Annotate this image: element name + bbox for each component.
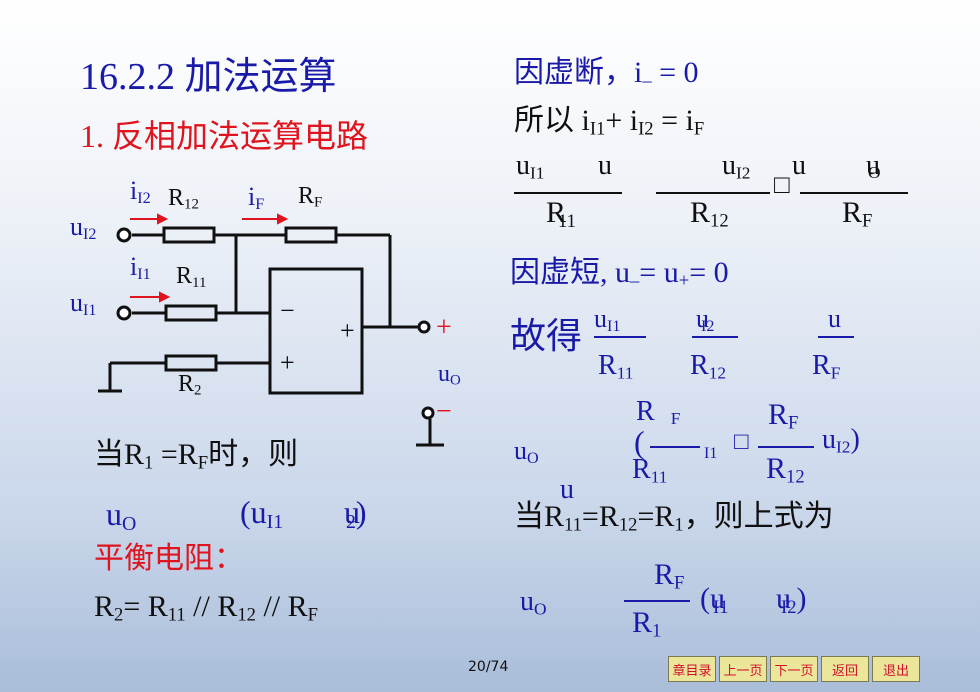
eq3-n2: RF — [768, 398, 799, 434]
resistor-rf — [284, 226, 338, 244]
eq3-tail: uI2) — [822, 424, 860, 457]
label-i-i2: iI2 — [130, 176, 151, 208]
eq1-n1b: u — [598, 150, 612, 181]
eq1-d3: RF — [842, 196, 873, 232]
label-i-f: iF — [248, 182, 265, 214]
condition-left: 当R1 =RF时，则 — [94, 438, 299, 474]
label-r12: R12 — [168, 185, 199, 213]
eq3-mid: I1 — [704, 445, 718, 462]
eq1-frac-line-1 — [514, 192, 622, 194]
label-u-i1: uI1 — [70, 288, 97, 320]
eq1-d2: R12 — [690, 196, 729, 232]
virtual-open-line: 因虚断，i– = 0 — [514, 56, 699, 92]
resistor-r11 — [164, 304, 218, 322]
eq1-n2: uI2 — [722, 150, 751, 183]
resistor-r12 — [162, 226, 216, 244]
nav-exit-button[interactable]: 退出 — [872, 656, 920, 682]
eq3-below-u: u — [560, 474, 574, 505]
eq2-d3: RF — [812, 350, 841, 383]
result-u2: u2) — [344, 494, 367, 533]
terminal-ui2 — [116, 227, 132, 243]
opamp-output-sign: + — [340, 316, 355, 345]
circuit-diagram — [98, 213, 444, 447]
eq2-d2: R12 — [690, 350, 727, 383]
result-paren: (uI1 — [240, 494, 284, 533]
eq3-uo: uO — [514, 436, 539, 468]
nav-chapter-toc-button[interactable]: 章目录 — [668, 656, 716, 682]
eq2-n3: u — [828, 304, 841, 333]
eq2-n2: uI2 — [696, 304, 715, 336]
eq4-frac-line — [624, 600, 690, 602]
label-u-o: uO — [438, 361, 461, 389]
eq4-u2: uI2) — [776, 582, 807, 618]
condition-right: 当R11=R12=R1，则上式为 — [514, 500, 834, 536]
eq1-n3: u — [792, 150, 806, 181]
eq4-d: R1 — [632, 606, 662, 642]
label-r11: R11 — [176, 263, 207, 291]
eq2-d1: R11 — [598, 350, 634, 383]
nav-bar: 章目录 上一页 下一页 返回 退出 — [668, 656, 920, 682]
eq2-frac-line-1 — [594, 336, 646, 338]
balance-formula: R2= R11 // R12 // RF — [94, 590, 318, 626]
eq1-d1: R11 — [546, 196, 576, 232]
eq4-uo: uO — [520, 586, 547, 619]
nav-next-page-button[interactable]: 下一页 — [770, 656, 818, 682]
hence-label: 故得 — [510, 316, 583, 356]
page-number: 20/74 — [468, 659, 509, 675]
page-title: 16.2.2 加法运算 — [80, 56, 337, 98]
opamp-box — [268, 267, 364, 395]
eq1-frac-line-2 — [656, 192, 770, 194]
label-rf: RF — [298, 183, 323, 211]
terminal-out-minus — [421, 406, 435, 420]
eq2-n1: uI1 — [594, 304, 621, 336]
terminal-ui1 — [116, 305, 132, 321]
opamp-minus-label: − — [280, 296, 295, 325]
nav-prev-page-button[interactable]: 上一页 — [719, 656, 767, 682]
virtual-short-line: 因虚短, u–= u+= 0 — [510, 256, 729, 292]
current-sum-line: 所以 iI1+ iI2 = iF — [514, 104, 705, 140]
opamp-plus-label: + — [280, 348, 295, 377]
eq4-n: RF — [654, 558, 685, 594]
eq1-box: □ — [774, 170, 790, 199]
eq4-paren: (uI1 — [700, 582, 729, 618]
balance-resistor-heading: 平衡电阻： — [94, 542, 244, 575]
eq2-frac-line-3 — [818, 336, 854, 338]
label-r2: R2 — [178, 371, 202, 399]
eq1-n3b: uO — [866, 150, 881, 183]
label-i-i1: iI1 — [130, 252, 151, 284]
output-plus-sign: + — [436, 312, 452, 343]
eq3-frac-line-1 — [650, 446, 700, 448]
output-minus-sign: − — [436, 396, 452, 427]
eq1-frac-line-3 — [800, 192, 908, 194]
eq3-d1: R11 — [632, 454, 668, 487]
section-subtitle: 1. 反相加法运算电路 — [80, 118, 369, 154]
eq3-frac-line-2 — [758, 446, 814, 448]
nav-back-button[interactable]: 返回 — [821, 656, 869, 682]
label-u-i2: uI2 — [70, 212, 97, 244]
result-uo: uO — [106, 496, 137, 535]
eq1-n1: uI1 — [516, 150, 545, 183]
eq3-open-paren: ( — [634, 424, 645, 460]
eq3-d2: R12 — [766, 452, 805, 488]
terminal-out-plus — [417, 320, 431, 334]
eq3-box: □ — [734, 429, 749, 455]
eq2-frac-line-2 — [692, 336, 738, 338]
resistor-r2 — [164, 354, 218, 372]
